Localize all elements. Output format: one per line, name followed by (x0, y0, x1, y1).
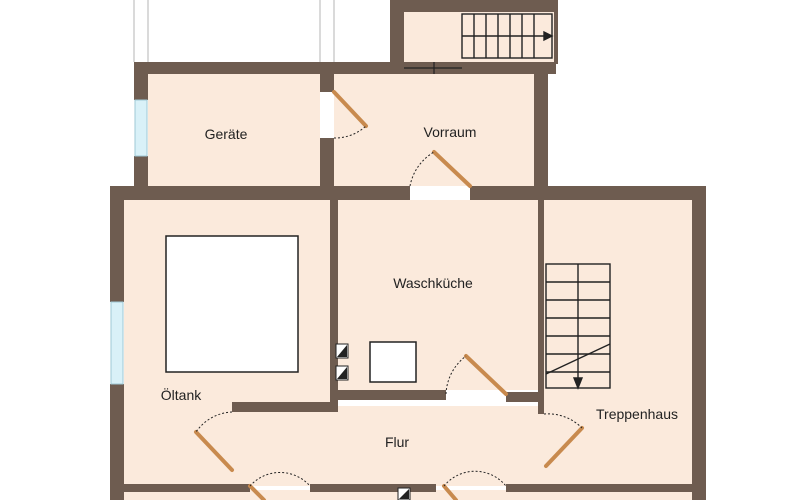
wall-wk-bottom-b (506, 392, 544, 402)
window-geraete (134, 99, 148, 157)
wall-left-a (110, 186, 124, 302)
wall-oeltank-bottom (232, 402, 338, 412)
terrace (133, 0, 335, 62)
stairs-top (461, 13, 554, 59)
floor-geraete (148, 74, 320, 186)
floor-treppenhaus (544, 200, 694, 410)
wall-bottom-a (110, 484, 250, 492)
oil-tank (165, 235, 299, 373)
label-oeltank: Öltank (161, 386, 202, 403)
floor-waschkueche (338, 200, 538, 390)
door-bottom-left (248, 472, 311, 500)
wall-treppenhaus-left (538, 200, 544, 414)
doors (194, 90, 584, 500)
wall-mid-right (470, 186, 706, 200)
label-flur: Flur (385, 434, 409, 450)
threshold-top (404, 62, 462, 74)
door-oeltank (194, 411, 234, 472)
door-treppenhaus (543, 413, 584, 468)
window-oeltank (110, 301, 124, 385)
wall-left-b (110, 384, 124, 500)
washing-machine (369, 341, 417, 383)
wall-right (692, 186, 706, 500)
wall-stair-left (390, 0, 404, 64)
wall-oeltank-right (330, 200, 338, 410)
wall-bottom-b (310, 484, 436, 492)
wall-mid-left (110, 186, 410, 200)
floor-stair-top (404, 12, 554, 64)
wall-wk-bottom-a (338, 390, 446, 400)
stairs-treppenhaus (545, 263, 611, 390)
floor-flur (124, 406, 694, 486)
label-waschkueche: Waschküche (393, 275, 473, 291)
wall-geraete-left-a (134, 62, 148, 100)
wall-geraete-right-b (320, 138, 334, 200)
label-geraete: Geräte (205, 126, 248, 142)
chimney-vents (335, 343, 411, 500)
door-waschkueche (445, 354, 508, 396)
windows (110, 99, 148, 385)
label-treppenhaus: Treppenhaus (596, 406, 678, 422)
wall-vorraum-right (534, 62, 548, 200)
label-vorraum: Vorraum (424, 124, 477, 140)
door-vorraum (409, 150, 472, 188)
walls (110, 0, 706, 500)
door-geraete (332, 90, 368, 139)
wall-upper-top (134, 62, 556, 74)
wall-stair-right (554, 0, 558, 64)
wall-geraete-right-a (320, 62, 334, 92)
wall-bottom-c (506, 484, 706, 492)
wall-stair-top (390, 0, 556, 12)
door-bottom-right (442, 470, 507, 500)
room-labels: Geräte Vorraum Waschküche Öltank Treppen… (161, 124, 678, 450)
floor-vorraum (334, 74, 534, 186)
